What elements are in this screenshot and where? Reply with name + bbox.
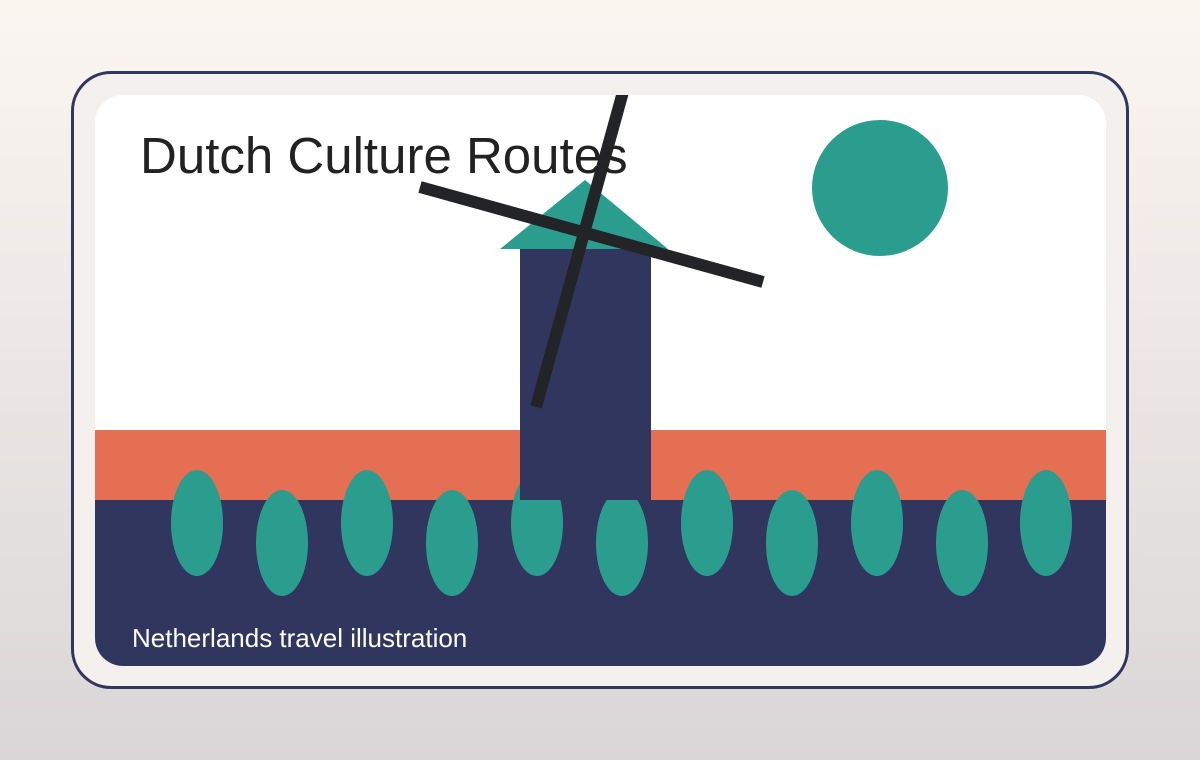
sun-icon <box>812 120 948 256</box>
tulip-icon <box>596 490 648 596</box>
tulip-icon <box>681 470 733 576</box>
tulip-icon <box>766 490 818 596</box>
tulip-icon <box>851 470 903 576</box>
tulip-icon <box>341 470 393 576</box>
tulip-row <box>171 470 1072 596</box>
tulip-icon <box>1020 470 1072 576</box>
page-title: Dutch Culture Routes <box>140 127 628 184</box>
scene-panel <box>95 95 1106 666</box>
tulip-icon <box>936 490 988 596</box>
illustration-caption: Netherlands travel illustration <box>132 623 468 653</box>
tulip-icon <box>256 490 308 596</box>
windmill-blade-cross <box>418 181 765 288</box>
windmill-icon <box>418 95 765 500</box>
tulip-icon <box>426 490 478 596</box>
tulip-icon <box>171 470 223 576</box>
